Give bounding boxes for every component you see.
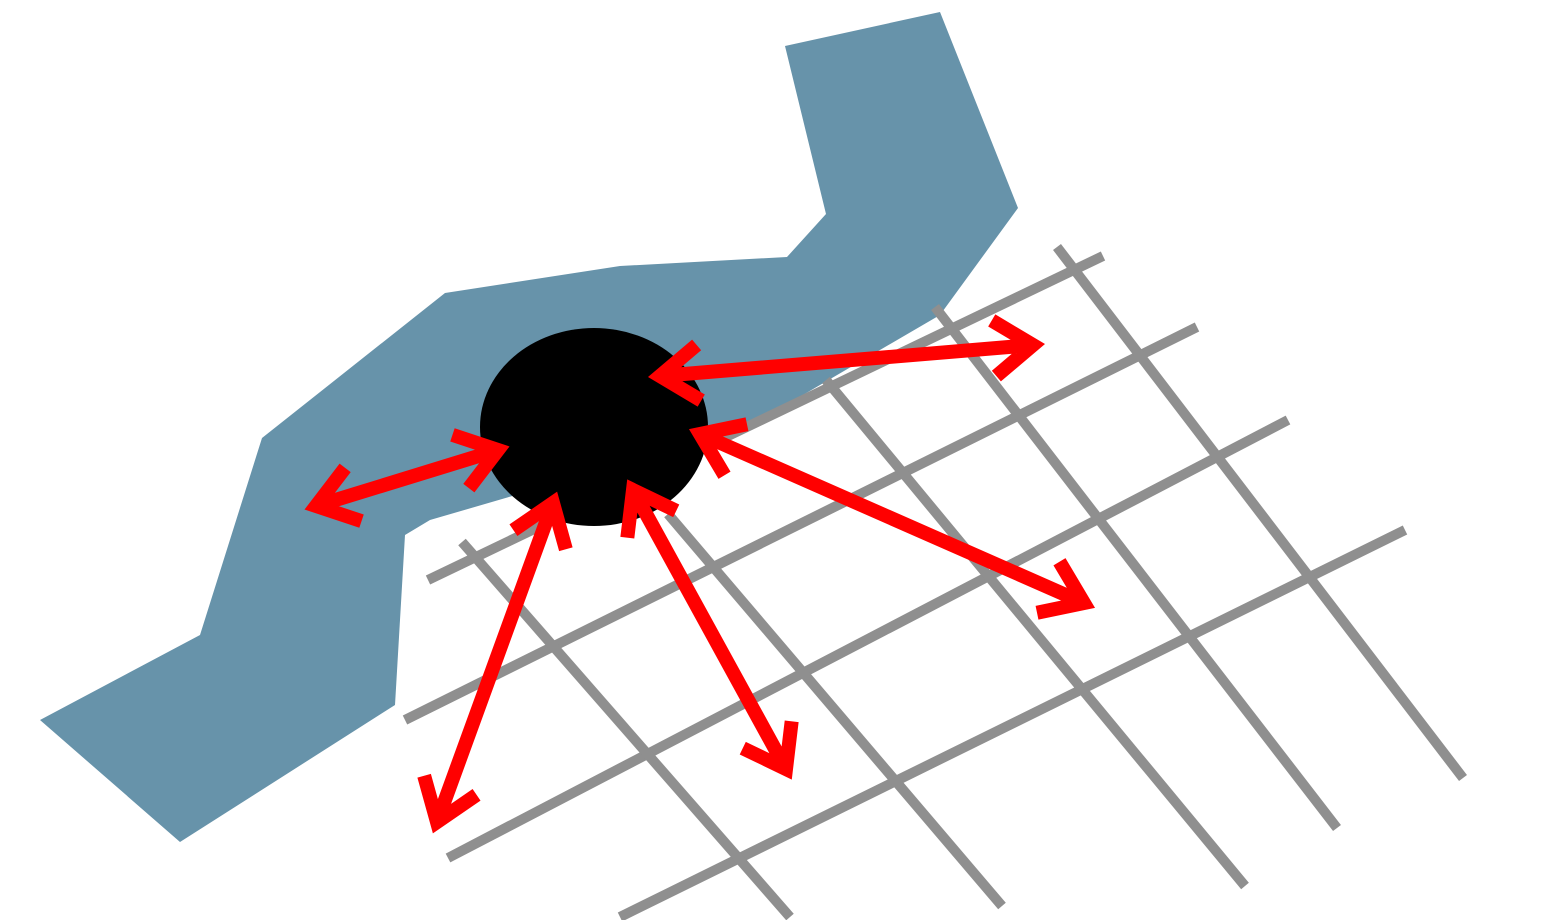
diagram (0, 0, 1545, 920)
